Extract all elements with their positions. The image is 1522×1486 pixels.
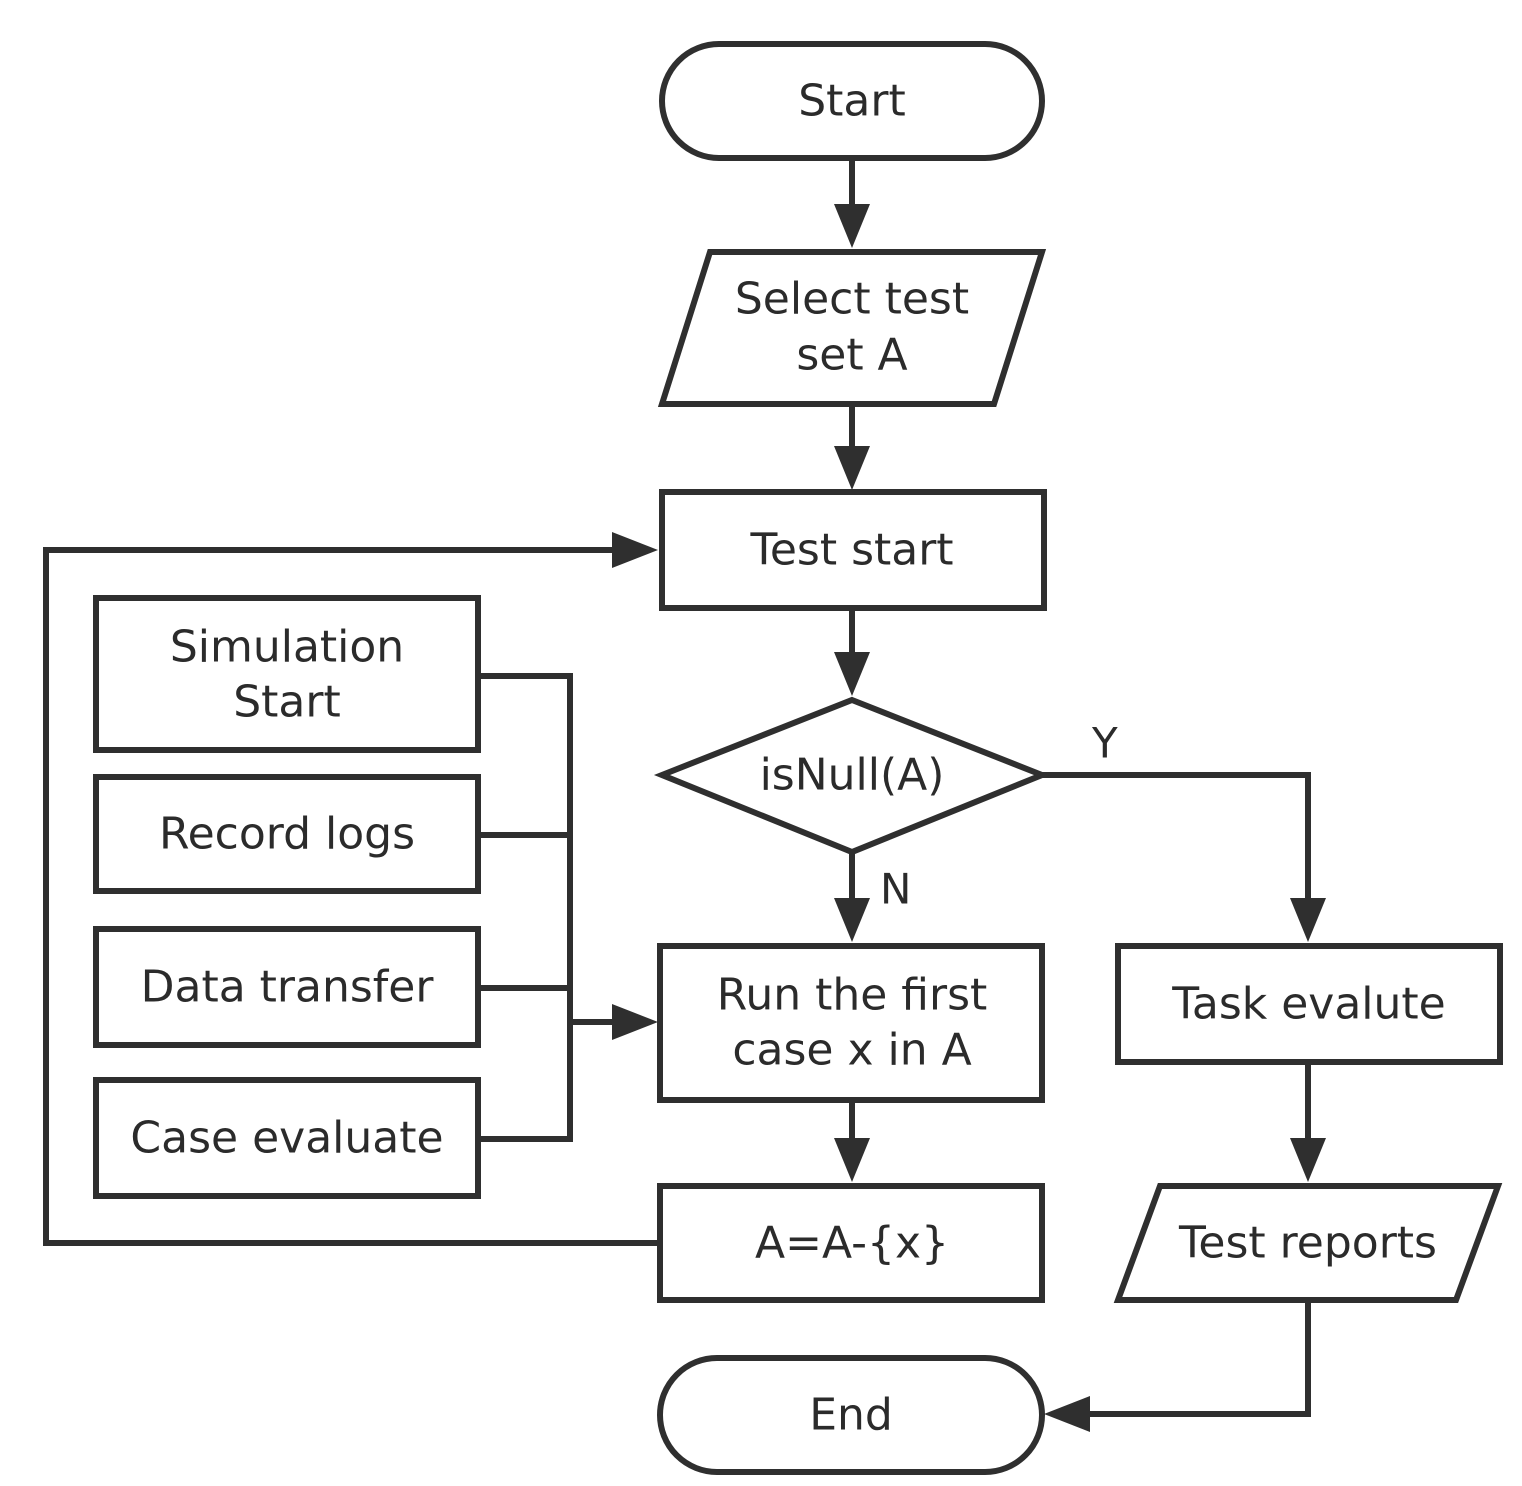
start-label: Start — [798, 76, 906, 127]
data-transfer-label: Data transfer — [141, 962, 435, 1013]
remove-case-process — [657, 1183, 1045, 1303]
test-start-process — [659, 489, 1047, 611]
start-terminator — [659, 41, 1045, 161]
test-reports-label: Test reports — [1178, 1218, 1437, 1269]
test-reports-output — [1113, 1183, 1503, 1303]
connector-loop-back — [43, 547, 660, 1246]
arrowhead-decision — [834, 652, 870, 696]
arrowhead-task — [1290, 898, 1326, 942]
arrowhead-run — [834, 898, 870, 942]
arrowhead-remove — [834, 1138, 870, 1182]
arrowhead-loop — [612, 532, 658, 568]
select-label-line1: Select test — [735, 274, 969, 325]
connector-reports-to-end — [1080, 1300, 1311, 1417]
remove-case-label: A=A-{x} — [755, 1218, 949, 1269]
select-label-line2: set A — [796, 330, 907, 381]
no-edge-label: N — [880, 865, 911, 914]
data-transfer-box — [93, 926, 481, 1048]
is-null-label: isNull(A) — [760, 750, 945, 801]
task-evaluate-process — [1115, 943, 1503, 1065]
test-start-label: Test start — [749, 525, 953, 576]
case-evaluate-box — [93, 1077, 481, 1199]
arrowhead-select — [834, 204, 870, 248]
connector-decision-to-task — [1042, 772, 1311, 906]
arrowhead-substeps — [612, 1004, 658, 1040]
arrowhead-teststart — [834, 446, 870, 490]
select-test-set-input — [657, 249, 1047, 407]
record-logs-box — [93, 774, 481, 894]
run-first-case-process — [657, 943, 1045, 1103]
arrowhead-end — [1044, 1396, 1090, 1432]
yes-edge-label: Y — [1091, 719, 1118, 768]
simulation-label-line1: Simulation — [170, 622, 404, 673]
case-evaluate-label: Case evaluate — [130, 1113, 443, 1164]
arrowhead-reports — [1290, 1138, 1326, 1182]
simulation-label-line2: Start — [233, 677, 341, 728]
record-logs-label: Record logs — [159, 809, 415, 860]
is-null-decision — [653, 696, 1051, 856]
run-label-line2: case x in A — [732, 1025, 971, 1076]
simulation-start-box — [93, 595, 481, 753]
run-label-line1: Run the first — [717, 970, 988, 1021]
task-evaluate-label: Task evalute — [1171, 979, 1445, 1030]
end-terminator — [657, 1355, 1045, 1475]
end-label: End — [809, 1390, 893, 1441]
